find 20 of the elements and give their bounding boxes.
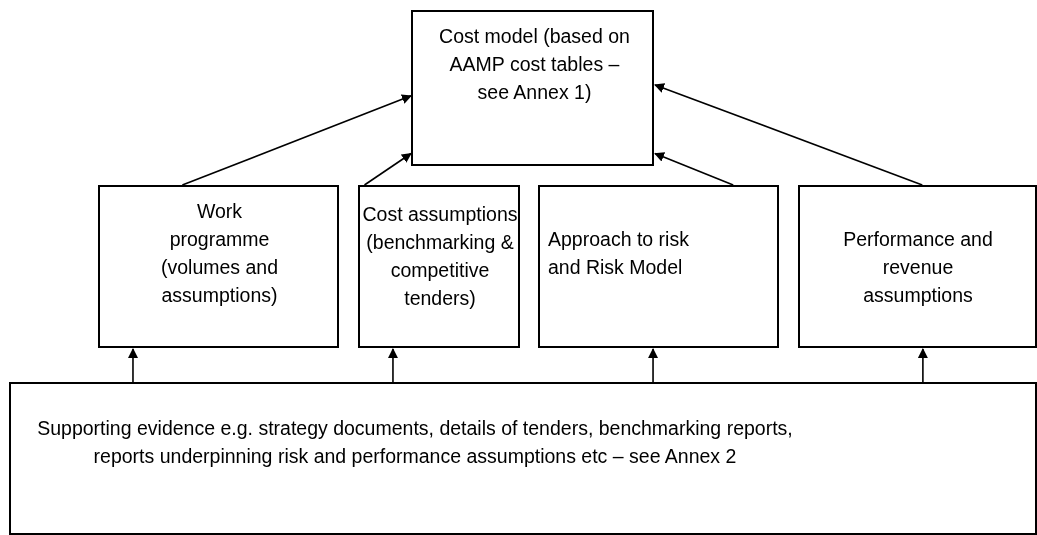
arrow <box>654 83 924 186</box>
arrow <box>648 348 659 383</box>
process-box <box>98 185 339 348</box>
arrow <box>128 348 138 383</box>
arrow <box>181 94 412 186</box>
arrow <box>917 348 928 383</box>
node-text: Work programme (volumes and assumptions) <box>159 199 280 308</box>
process-box <box>538 185 779 348</box>
node-text: Cost assumptions (benchmarking & competitive tenders) <box>361 202 519 311</box>
process-box <box>358 185 520 348</box>
evidence-box <box>9 382 1037 535</box>
node-text: Supporting evidence e.g. strategy documents, details of tenders, benchmarking reports, reports underpinning risk and performance assumptions etc – see Annex 2 <box>36 416 794 469</box>
process-box <box>798 185 1037 348</box>
node-text: Approach to risk and Risk Model <box>548 227 690 280</box>
arrow <box>363 152 412 186</box>
node-text: Cost model (based on AAMP cost tables – see Annex 1) <box>438 24 631 105</box>
arrow <box>387 348 398 383</box>
node-text: Performance and revenue assumptions <box>842 227 994 308</box>
arrow <box>654 152 734 186</box>
process-box <box>411 10 654 166</box>
